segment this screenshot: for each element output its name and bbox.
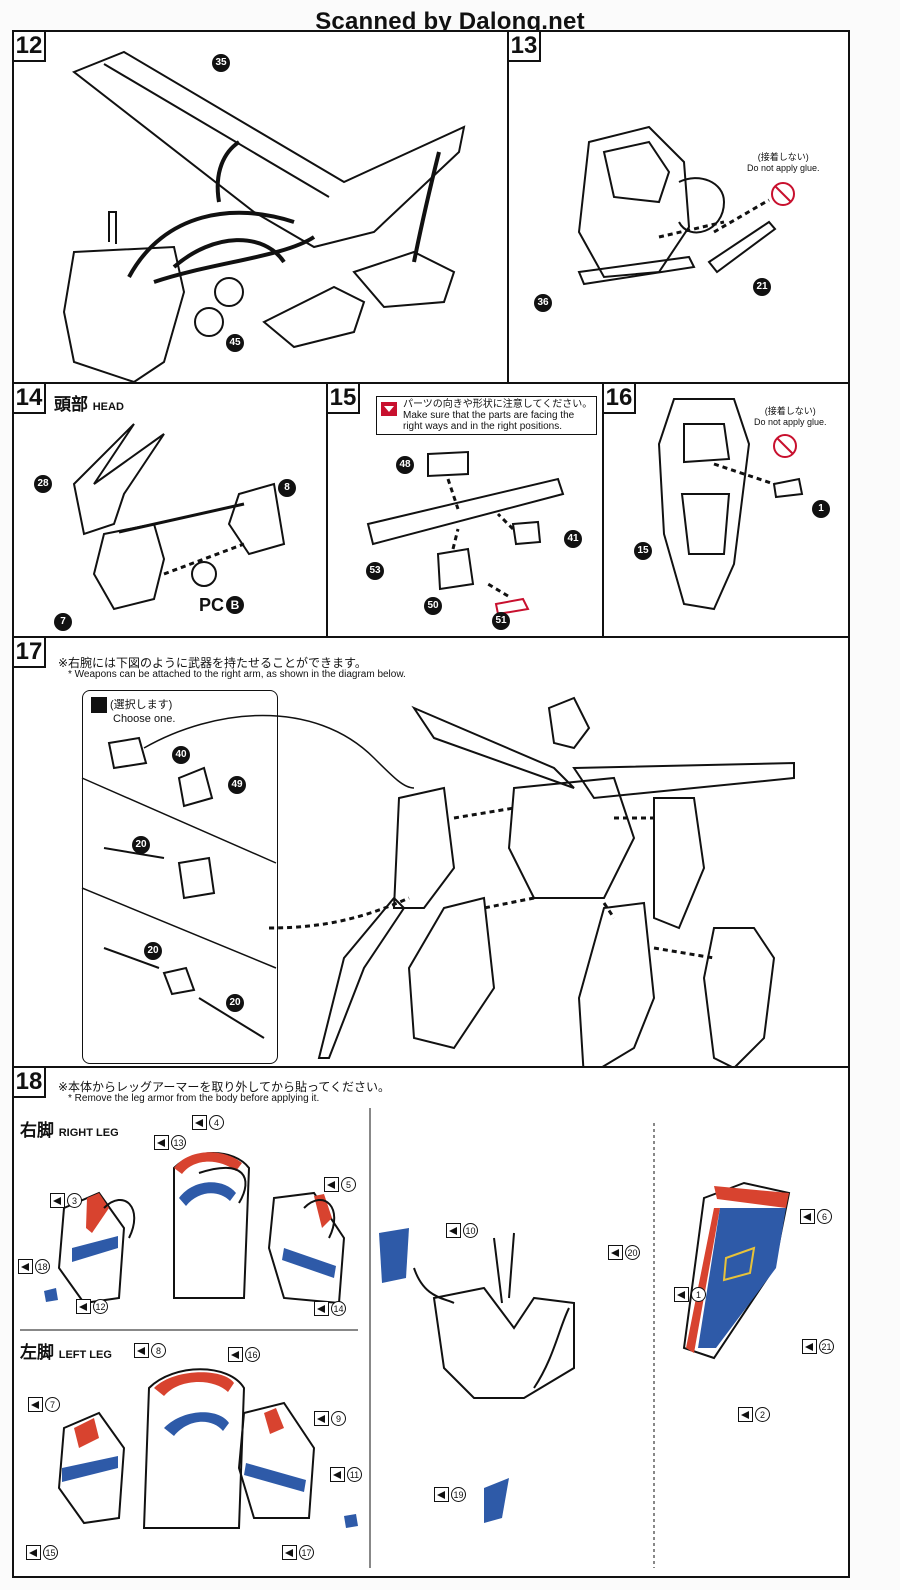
right-leg-heading: 右脚 RIGHT LEG [20,1121,119,1140]
sticker-callout: 1 [674,1286,706,1304]
part-number: 20 [132,836,150,854]
sticker-callout: 16 [228,1346,260,1364]
torso-drawing [577,125,795,286]
sticker-icon [282,1545,297,1561]
part-number: 8 [278,479,296,497]
step-number: 18 [12,1066,46,1098]
step-number: 14 [12,382,46,414]
sticker-callout: 7 [28,1396,60,1414]
step-number: 13 [507,30,541,62]
sticker-icon [28,1397,43,1413]
no-glue-note: (接着しない) Do not apply glue. [747,152,820,173]
sticker-icon [446,1223,461,1239]
sticker-callout: 17 [282,1544,314,1562]
step-number: 17 [12,636,46,668]
part-number: 45 [226,334,244,352]
sticker-callout: 15 [26,1544,58,1562]
sticker-icon [608,1245,623,1261]
sticker-callout: 18 [18,1258,50,1276]
choose-icon [91,697,107,713]
sticker-icon [674,1287,689,1303]
sticker-callout: 10 [446,1222,478,1240]
sticker-callout: 4 [192,1114,224,1132]
sticker-callout: 20 [608,1244,640,1262]
step-15-panel: 15 パーツの向きや形状に注意してください。 Make sure that th… [326,382,604,638]
sticker-icon [800,1209,815,1225]
step-number: 15 [326,382,360,414]
sticker-icon [324,1177,339,1193]
part-number: 48 [396,456,414,474]
part-number: 36 [534,294,552,312]
sticker-icon [434,1487,449,1503]
sticker-icon [76,1299,91,1315]
wing-backpack-drawing [62,50,466,384]
part-number: 20 [226,994,244,1012]
step-12-panel: 12 35 45 [12,30,509,384]
step-16-panel: 16 (接着しない) Do not apply glue. 1 15 [602,382,850,638]
sticker-note-en: * Remove the leg armor from the body bef… [68,1093,320,1104]
warning-icon [381,402,397,416]
sticker-callout: 3 [50,1192,82,1210]
sticker-diagrams [20,1108,791,1568]
sticker-callout: 5 [324,1176,356,1194]
no-glue-note: (接着しない) Do not apply glue. [754,406,827,427]
sticker-callout: 14 [314,1300,346,1318]
step-13-panel: 13 (接着しない) Do not apply glue. 36 21 [507,30,850,384]
sticker-callout: 8 [134,1342,166,1360]
sticker-icon [228,1347,243,1363]
sticker-icon [738,1407,753,1423]
step-18-panel: 18 ※本体からレッグアーマーを取り外してから貼ってください。 * Remove… [12,1066,850,1578]
step-number: 16 [602,382,636,414]
rifle-drawing [366,450,565,616]
step-number: 12 [12,30,46,62]
sticker-icon [314,1411,329,1427]
part-number: 41 [564,530,582,548]
sticker-icon [192,1115,207,1131]
sticker-icon [154,1135,169,1151]
sticker-callout: 11 [330,1466,362,1484]
sticker-callout: 9 [314,1410,346,1428]
sticker-icon [18,1259,33,1275]
part-number: 28 [34,475,52,493]
choose-one-label: (選択します) Choose one. [91,697,175,726]
weapon-note-jp: ※右腕には下図のように武器を持たせることができます。 [58,656,367,670]
head-drawing [72,423,286,611]
sticker-callout: 12 [76,1298,108,1316]
sticker-icon [802,1339,817,1355]
sticker-callout: 21 [802,1338,834,1356]
sticker-icon [50,1193,65,1209]
part-number: 21 [753,278,771,296]
sticker-icon [26,1545,41,1561]
part-number: 15 [634,542,652,560]
sticker-note-jp: ※本体からレッグアーマーを取り外してから貼ってください。 [58,1080,391,1094]
orientation-warning: パーツの向きや形状に注意してください。 Make sure that the p… [376,396,598,435]
part-number: 49 [228,776,246,794]
part-number: 20 [144,942,162,960]
part-number: 53 [366,562,384,580]
part-number: 1 [812,500,830,518]
sticker-callout: 13 [154,1134,186,1152]
weapon-note-en: * Weapons can be attached to the right a… [68,669,406,680]
step-17-panel: 17 ※右腕には下図のように武器を持たせることができます。 * Weapons … [12,636,850,1070]
part-number: 40 [172,746,190,764]
part-number: 35 [212,54,230,72]
part-number: 7 [54,613,72,631]
sticker-icon [330,1467,345,1483]
left-leg-heading: 左脚 LEFT LEG [20,1343,112,1362]
sticker-callout: 6 [800,1208,832,1226]
sticker-callout: 2 [738,1406,770,1424]
sticker-callout: 19 [434,1486,466,1504]
sticker-icon [134,1343,149,1359]
shield-drawing [657,398,804,611]
sticker-icon [314,1301,329,1317]
part-number: 51 [492,612,510,630]
step-title: 頭部 HEAD [54,395,124,414]
choose-one-box: (選択します) Choose one. [82,690,278,1064]
full-body-drawing [81,696,795,1070]
part-number: 50 [424,597,442,615]
